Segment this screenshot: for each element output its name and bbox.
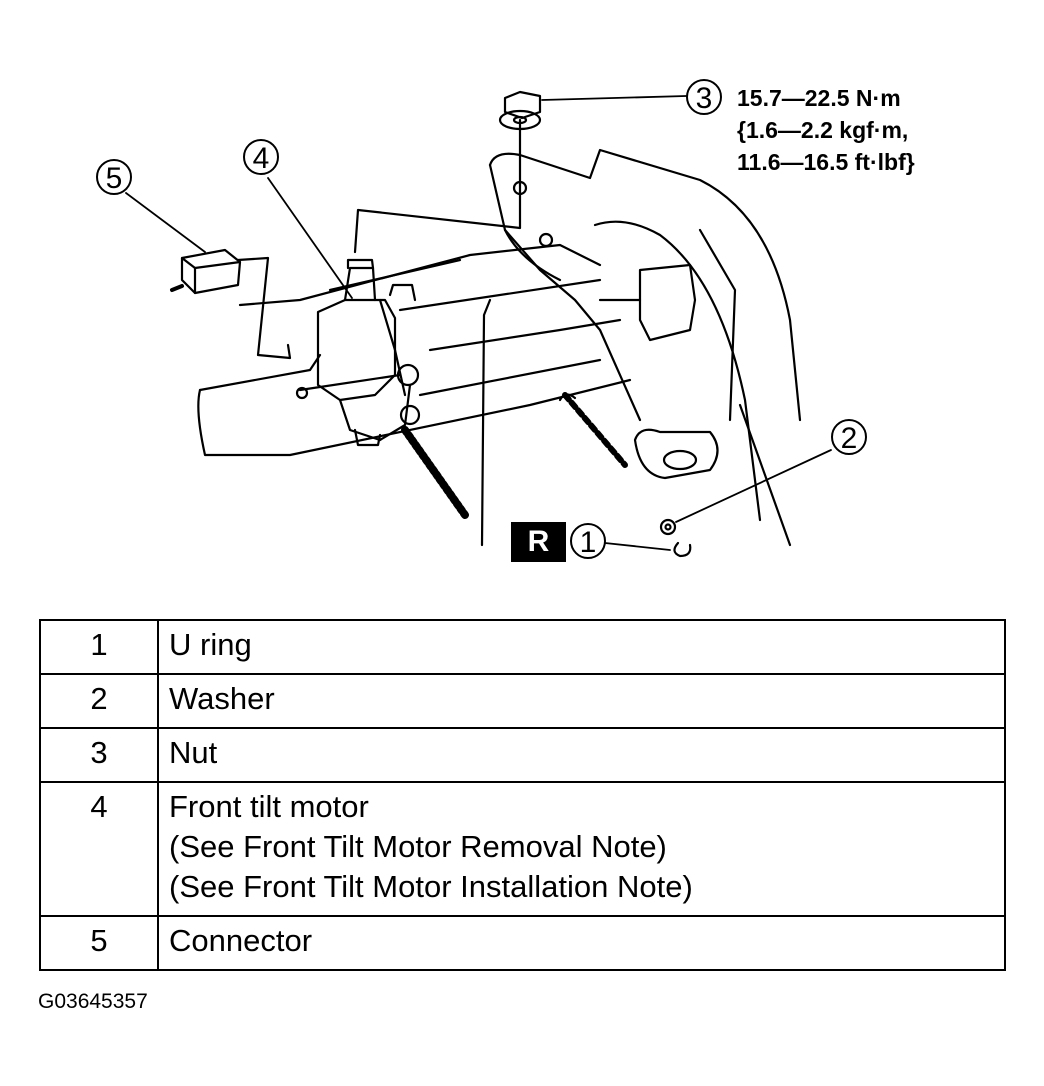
torque-line-3: 11.6—16.5 ft·lbf} (737, 149, 915, 175)
callout-5: 5 (106, 162, 123, 195)
part-number: 2 (39, 673, 159, 729)
part-number: 4 (39, 781, 159, 917)
part-description: U ring (157, 619, 1006, 675)
callout-2: 2 (841, 422, 858, 455)
table-row: 5 Connector (39, 915, 1006, 971)
exploded-view-diagram: 3 2 1 4 5 (96, 79, 867, 559)
threaded-rod (401, 426, 469, 519)
callout-3: 3 (696, 82, 713, 115)
parts-table: 1 U ring 2 Washer 3 Nut 4 Front tilt mot… (39, 619, 1006, 971)
table-row: 4 Front tilt motor (See Front Tilt Motor… (39, 781, 1006, 917)
part-number: 5 (39, 915, 159, 971)
table-row: 3 Nut (39, 727, 1006, 783)
table-row: 2 Washer (39, 673, 1006, 729)
part-number: 1 (39, 619, 159, 675)
wire-line (236, 256, 292, 360)
washer-shape (659, 518, 677, 536)
u-ring-shape (673, 541, 692, 558)
part-desc-line: Connector (169, 923, 313, 958)
nut-shape (503, 90, 542, 120)
frame-inner (593, 220, 762, 522)
torque-spec: 15.7—22.5 N·m {1.6—2.2 kgf·m, 11.6—16.5 … (737, 82, 915, 178)
torque-line-2: {1.6—2.2 kgf·m, (737, 117, 909, 143)
part-desc-line: (See Front Tilt Motor Removal Note) (169, 829, 667, 864)
callout-1: 1 (580, 526, 597, 559)
part-desc-line: Washer (169, 681, 275, 716)
torque-line-1: 15.7—22.5 N·m (737, 85, 901, 111)
connector-body (180, 248, 242, 295)
part-desc-line: Front tilt motor (169, 789, 369, 824)
part-desc-line: Nut (169, 735, 218, 770)
part-number: 3 (39, 727, 159, 783)
replace-badge: R (511, 522, 566, 562)
shaft-tube (197, 378, 632, 457)
part-description: Nut (157, 727, 1006, 783)
part-description: Washer (157, 673, 1006, 729)
frame-outline (488, 148, 802, 422)
part-desc-line: (See Front Tilt Motor Installation Note) (169, 869, 693, 904)
document-id: G03645357 (38, 990, 148, 1013)
part-desc-line: U ring (169, 627, 252, 662)
table-row: 1 U ring (39, 619, 1006, 675)
part-description: Connector (157, 915, 1006, 971)
pivot-fitting (633, 428, 719, 480)
callout-4: 4 (253, 142, 270, 175)
part-description: Front tilt motor (See Front Tilt Motor R… (157, 781, 1006, 917)
